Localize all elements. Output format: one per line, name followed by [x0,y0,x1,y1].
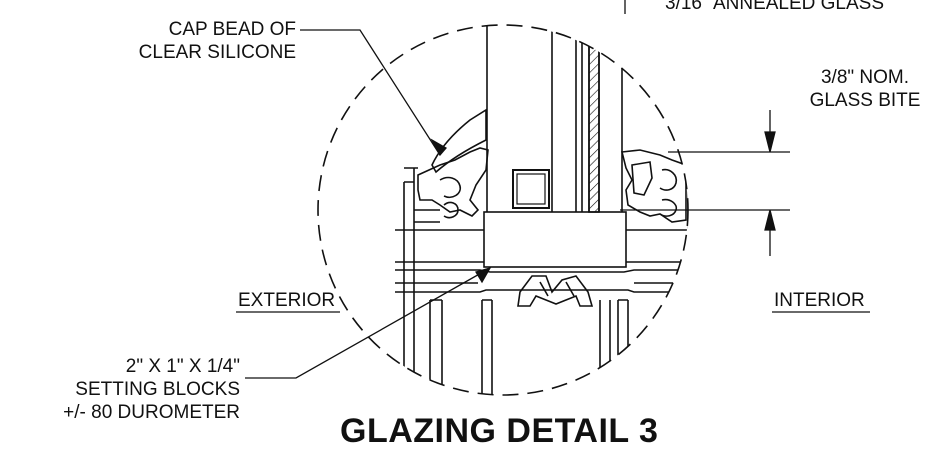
laminated-glass-hatch [588,25,600,213]
setting-blocks-leader [245,267,491,379]
glass-bite-label: 3/8" NOM. GLASS BITE [790,66,940,112]
exterior-label: EXTERIOR [238,290,336,311]
detail-title: GLAZING DETAIL 3 [340,412,659,450]
setting-block [483,211,627,268]
cap-bead-label-line2: CLEAR SILICONE [138,42,296,63]
frame-interior-leg [687,149,688,395]
glass-bite-label-line1: 3/8" NOM. [820,67,910,88]
glass-bite-dimension [620,110,790,256]
interior-label: INTERIOR [774,290,865,311]
frame-exterior-leg [403,181,415,395]
setting-blocks-label: 2" X 1" X 1/4" SETTING BLOCKS +/- 80 DUR… [40,355,240,424]
spacer [512,169,550,209]
setting-blocks-label-line2: SETTING BLOCKS [75,379,240,400]
setting-blocks-label-line1: 2" X 1" X 1/4" [125,356,240,377]
annealed-glass-label: 3/16" ANNEALED GLASS [665,0,885,14]
cap-bead-leader [300,29,441,156]
cap-bead-silicone [431,108,487,174]
frame-sill [395,229,688,263]
interior-gasket [621,149,687,223]
setting-blocks-label-line3: +/- 80 DUROMETER [63,402,240,423]
cap-bead-label-line1: CAP BEAD OF [168,19,296,40]
glass-bite-label-line2: GLASS BITE [809,90,921,111]
bottom-gasket [517,275,594,307]
cap-bead-label: CAP BEAD OF CLEAR SILICONE [110,18,296,64]
exterior-gasket [417,147,489,217]
